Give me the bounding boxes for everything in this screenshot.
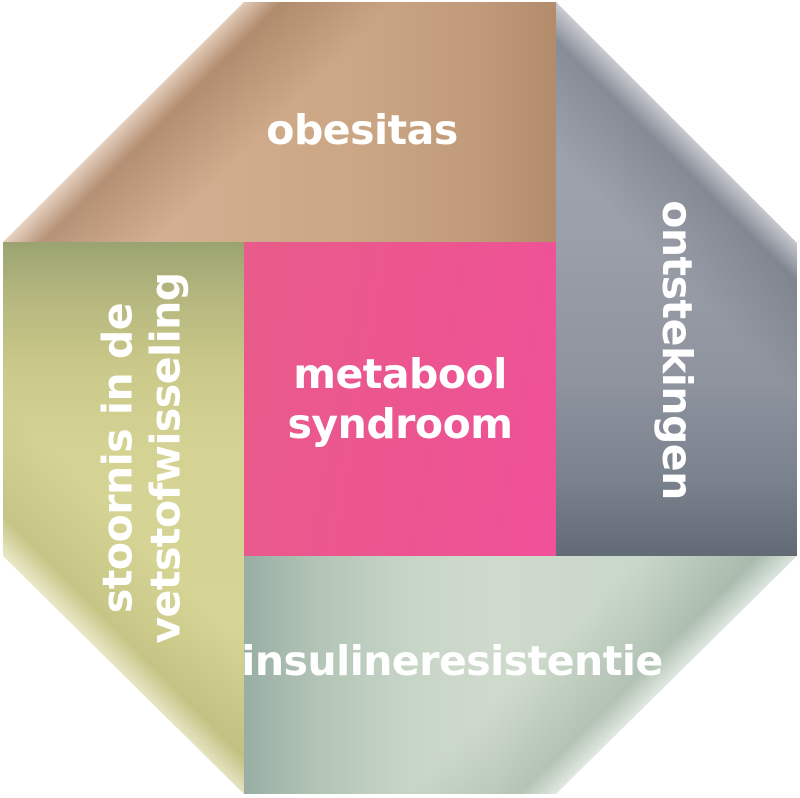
center-metabool-syndroom: metabool syndroom <box>244 242 556 556</box>
label-insulineresistentie: insulineresistentie <box>241 636 663 685</box>
label-ontstekingen: ontstekingen <box>653 200 702 500</box>
label-stoornis-line2: vetstofwisseling <box>142 272 190 644</box>
label-obesitas: obesitas <box>266 105 458 154</box>
label-stoornis-line1: stoornis in de <box>93 302 142 614</box>
center-label-line2: syndroom <box>287 400 513 448</box>
center-label-line1: metabool <box>293 349 507 398</box>
